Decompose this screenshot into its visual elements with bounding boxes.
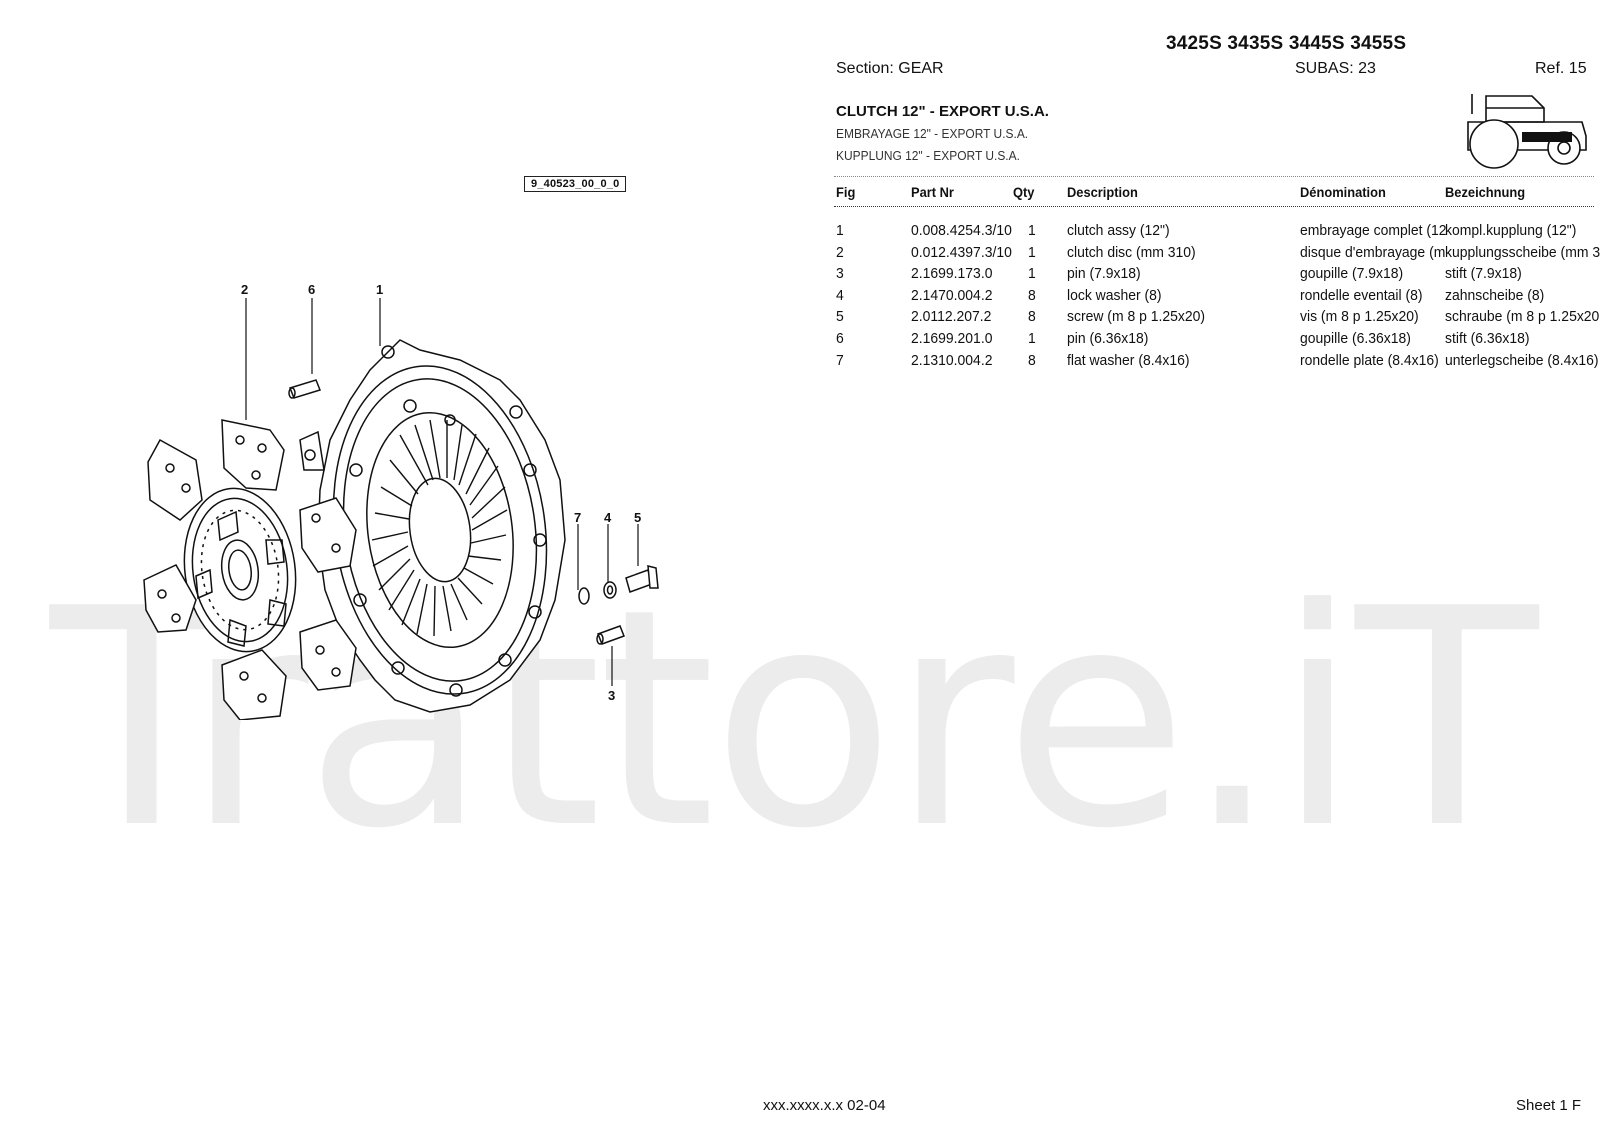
cell-qty: 8 — [1028, 351, 1036, 369]
callout-2: 2 — [241, 282, 249, 297]
ref-label: Ref. 15 — [1535, 60, 1587, 77]
clutch-cover-assembly — [299, 339, 566, 713]
cell-qty: 1 — [1028, 265, 1036, 283]
cell-denomination: goupille (6.36x18) — [1300, 330, 1411, 347]
callout-1: 1 — [376, 282, 384, 297]
cell-description: clutch disc (mm 310) — [1067, 243, 1196, 261]
footer-code: xxx.xxxx.x.x 02-04 — [763, 1097, 886, 1114]
drawing-code: 9_40523_00_0_0 — [524, 176, 627, 192]
column-header-description: Description — [1067, 184, 1138, 200]
callout-5: 5 — [634, 510, 642, 525]
column-header-denomination: Dénomination — [1300, 184, 1386, 200]
table-header-rule — [834, 206, 1594, 207]
column-header-qty: Qty — [1013, 184, 1035, 200]
lock-washer-4 — [603, 581, 617, 599]
cell-description: lock washer (8) — [1067, 286, 1162, 304]
callout-4: 4 — [604, 510, 612, 525]
cell-denomination: rondelle eventail (8) — [1300, 286, 1423, 304]
cell-fig: 3 — [836, 265, 844, 283]
cell-denomination: goupille (7.9x18) — [1300, 265, 1404, 283]
cell-description: screw (m 8 p 1.25x20) — [1067, 308, 1206, 326]
sheet-label: Sheet 1 F — [1516, 1097, 1582, 1114]
flat-washer-7 — [578, 587, 590, 605]
title-french: EMBRAYAGE 12" - EXPORT U.S.A. — [836, 126, 1029, 141]
title-english: CLUTCH 12" - EXPORT U.S.A. — [836, 103, 1049, 120]
cell-part-nr: 2.0112.207.2 — [911, 308, 992, 326]
cell-bezeichnung: stift (6.36x18) — [1445, 330, 1530, 347]
column-header-part-nr: Part Nr — [911, 184, 954, 200]
section-label: Section: GEAR — [836, 60, 944, 77]
cell-part-nr: 0.008.4254.3/10 — [911, 222, 1012, 239]
title-german: KUPPLUNG 12" - EXPORT U.S.A. — [836, 148, 1020, 163]
cell-fig: 6 — [836, 330, 844, 347]
cell-description: flat washer (8.4x16) — [1067, 351, 1190, 369]
model-list: 3425S 3435S 3445S 3455S — [1166, 33, 1407, 54]
cell-denomination: rondelle plate (8.4x16) — [1300, 351, 1439, 369]
cell-fig: 4 — [836, 286, 844, 304]
cell-part-nr: 2.1310.004.2 — [911, 351, 993, 369]
cell-qty: 8 — [1028, 308, 1036, 326]
clutch-exploded-diagram — [143, 298, 659, 720]
cell-fig: 1 — [836, 222, 844, 239]
table-top-rule — [834, 176, 1594, 177]
subas-label: SUBAS: 23 — [1295, 60, 1376, 77]
cell-description: clutch assy (12") — [1067, 222, 1170, 239]
cell-qty: 8 — [1028, 286, 1036, 304]
cell-qty: 1 — [1028, 222, 1036, 239]
cell-part-nr: 2.1699.173.0 — [911, 265, 993, 283]
cell-bezeichnung: kompl.kupplung (12") — [1445, 222, 1577, 239]
cell-fig: 7 — [836, 351, 844, 369]
screw-5 — [625, 565, 659, 593]
callout-3: 3 — [608, 688, 616, 703]
cell-part-nr: 0.012.4397.3/10 — [911, 243, 1012, 261]
cell-fig: 5 — [836, 308, 844, 326]
callout-7: 7 — [574, 510, 582, 525]
cell-denomination: embrayage complet (12 — [1300, 222, 1447, 239]
cell-denomination: disque d'embrayage (m — [1300, 243, 1446, 261]
cell-bezeichnung: zahnscheibe (8) — [1445, 286, 1545, 304]
cell-qty: 1 — [1028, 330, 1036, 347]
leader-lines — [245, 298, 639, 686]
pin-3 — [596, 625, 625, 645]
cell-part-nr: 2.1470.004.2 — [911, 286, 993, 304]
tractor-icon — [1467, 94, 1587, 169]
cell-denomination: vis (m 8 p 1.25x20) — [1300, 308, 1419, 326]
cell-fig: 2 — [836, 243, 844, 261]
column-header-bezeichnung: Bezeichnung — [1445, 184, 1526, 200]
diaphragm-fingers — [371, 419, 508, 637]
cell-bezeichnung: stift (7.9x18) — [1445, 265, 1522, 283]
cell-part-nr: 2.1699.201.0 — [911, 330, 993, 347]
cell-qty: 1 — [1028, 243, 1036, 261]
pin-6 — [288, 379, 321, 399]
cell-bezeichnung: schraube (m 8 p 1.25x20 — [1445, 308, 1600, 326]
cell-bezeichnung: kupplungsscheibe (mm 3 — [1445, 243, 1600, 261]
callout-6: 6 — [308, 282, 316, 297]
cover-bolt-holes — [341, 345, 547, 697]
cell-description: pin (7.9x18) — [1067, 265, 1141, 283]
cell-bezeichnung: unterlegscheibe (8.4x16) — [1445, 351, 1599, 369]
cell-description: pin (6.36x18) — [1067, 330, 1149, 347]
clutch-disc — [143, 419, 357, 720]
column-header-fig: Fig — [836, 184, 856, 200]
